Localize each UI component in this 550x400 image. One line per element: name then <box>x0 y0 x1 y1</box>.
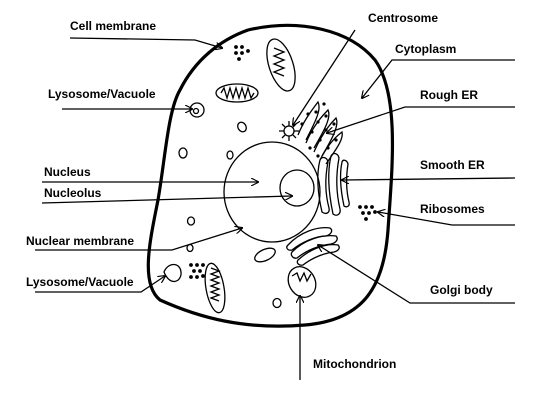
label-nucleolus: Nucleolus <box>44 186 102 200</box>
label-nuclear-membrane: Nuclear membrane <box>26 234 134 248</box>
nuclear-membrane <box>223 141 321 243</box>
leader-rough-er <box>327 106 515 133</box>
label-rough-er: Rough ER <box>420 88 478 102</box>
leader-smooth-er <box>342 178 516 180</box>
golgi-body <box>286 226 340 266</box>
leader-cell-membrane <box>69 37 222 48</box>
nucleolus <box>279 169 315 207</box>
label-lysosome-vacuole-top: Lysosome/Vacuole <box>48 87 156 101</box>
leader-golgi-body <box>318 245 515 304</box>
leader-ribosomes <box>378 212 515 226</box>
leader-nuclear-membrane <box>35 228 242 251</box>
label-lysosome-vacuole-bottom: Lysosome/Vacuole <box>26 275 134 289</box>
leader-lines <box>35 29 516 380</box>
label-golgi-body: Golgi body <box>430 283 493 297</box>
smooth-er <box>317 152 350 216</box>
centrosome <box>279 121 299 141</box>
lysosome-vacuole-upper <box>189 102 205 118</box>
labels: Cell membrane Centrosome Cytoplasm Lysos… <box>26 11 493 371</box>
ribosomes-bottom <box>189 263 205 279</box>
mitochondrion-middle <box>215 83 259 103</box>
rough-er <box>297 100 343 165</box>
cell-membrane <box>146 23 395 328</box>
label-mitochondrion: Mitochondrion <box>313 357 396 371</box>
lysosome-vacuole-lower <box>163 263 182 283</box>
mitochondrion-top <box>266 38 296 92</box>
nucleus <box>223 141 321 243</box>
label-cell-membrane: Cell membrane <box>70 19 156 33</box>
mitochondrion-bottom-right <box>287 266 317 298</box>
label-cytoplasm: Cytoplasm <box>395 42 456 56</box>
leader-centrosome <box>293 29 356 125</box>
leader-nucleolus <box>41 196 292 204</box>
label-ribosomes: Ribosomes <box>420 202 485 216</box>
mitochondrion-bottom-left <box>204 262 226 314</box>
label-centrosome: Centrosome <box>368 11 438 25</box>
leader-cytoplasm <box>362 59 515 98</box>
vesicles <box>178 121 282 309</box>
ribosomes-right <box>358 205 377 221</box>
label-smooth-er: Smooth ER <box>420 158 485 172</box>
label-nucleus: Nucleus <box>44 165 91 179</box>
leader-lysosome-lower <box>35 276 165 293</box>
ribosomes-top <box>234 45 250 61</box>
